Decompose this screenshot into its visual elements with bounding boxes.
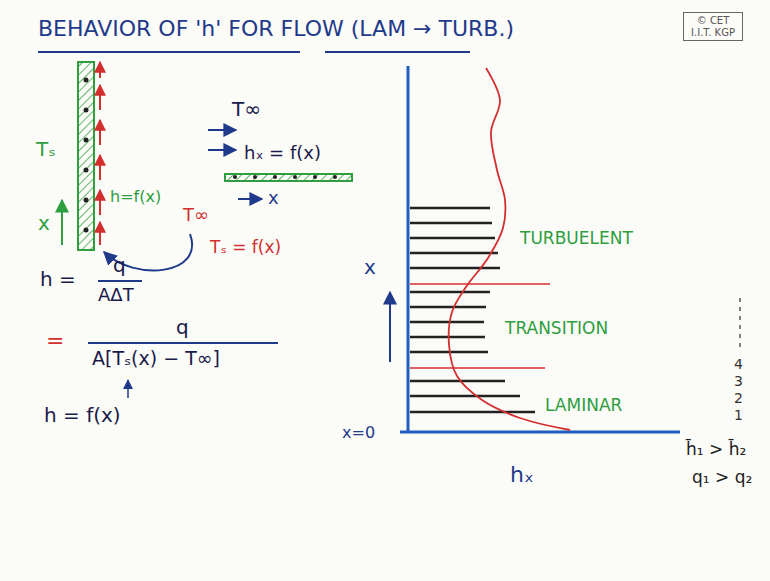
flow-arrows: [99, 62, 101, 245]
temperature-label: T∞: [232, 98, 261, 121]
numerator: q: [113, 254, 126, 277]
equation: h=f(x): [110, 188, 161, 206]
comparison-note: h̄₁ > h̄₂: [686, 440, 746, 460]
equation: Tₛ = f(x): [210, 238, 281, 258]
denominator: AΔT: [98, 285, 134, 306]
boundary-layer-lines: [410, 208, 535, 412]
comparison-note: q₁ > q₂: [692, 468, 752, 488]
horizontal-plate: [225, 174, 352, 181]
copyright-box: © CET I.I.T. KGP: [683, 12, 743, 41]
flow-arrows: [208, 130, 236, 150]
x-direction-arrow: [389, 292, 391, 362]
graph-axes: [400, 66, 680, 432]
axis-label: x: [364, 256, 376, 279]
regime-label: LAMINAR: [545, 396, 622, 416]
axis-label: x: [38, 212, 50, 235]
slide-title: BEHAVIOR OF 'h' FOR FLOW (LAM → TURB.): [38, 16, 514, 41]
h-curve: [449, 68, 570, 430]
vertical-plate: [78, 62, 94, 250]
fraction-bar: [88, 342, 278, 344]
equation: =: [46, 328, 64, 353]
fraction-bar: [98, 280, 142, 282]
title-underline: [38, 51, 300, 53]
regime-label: TRANSITION: [505, 319, 608, 339]
index-number: 4: [734, 356, 743, 372]
copyright-text: © CET I.I.T. KGP: [687, 15, 739, 38]
x-direction-arrow: [238, 198, 262, 200]
temperature-label: Tₛ: [36, 138, 56, 161]
equation: h =: [40, 268, 76, 291]
title-underline: [325, 51, 470, 53]
axis-label: x: [268, 188, 279, 209]
axis-label: hₓ: [510, 462, 534, 487]
index-number: 2: [734, 390, 743, 406]
equation: hₓ = f(x): [244, 143, 321, 164]
x-direction-arrow: [61, 200, 63, 245]
axis-label: x=0: [342, 424, 375, 442]
regime-label: TURBUELENT: [520, 229, 633, 249]
pointer-arrow: [127, 380, 129, 398]
equation: h = f(x): [44, 404, 121, 427]
dashed-line: [739, 298, 741, 350]
index-number: 1: [734, 407, 743, 423]
numerator: q: [176, 316, 189, 339]
denominator: A[Tₛ(x) − T∞]: [92, 348, 220, 370]
temperature-label: T∞: [183, 205, 209, 226]
index-number: 3: [734, 373, 743, 389]
